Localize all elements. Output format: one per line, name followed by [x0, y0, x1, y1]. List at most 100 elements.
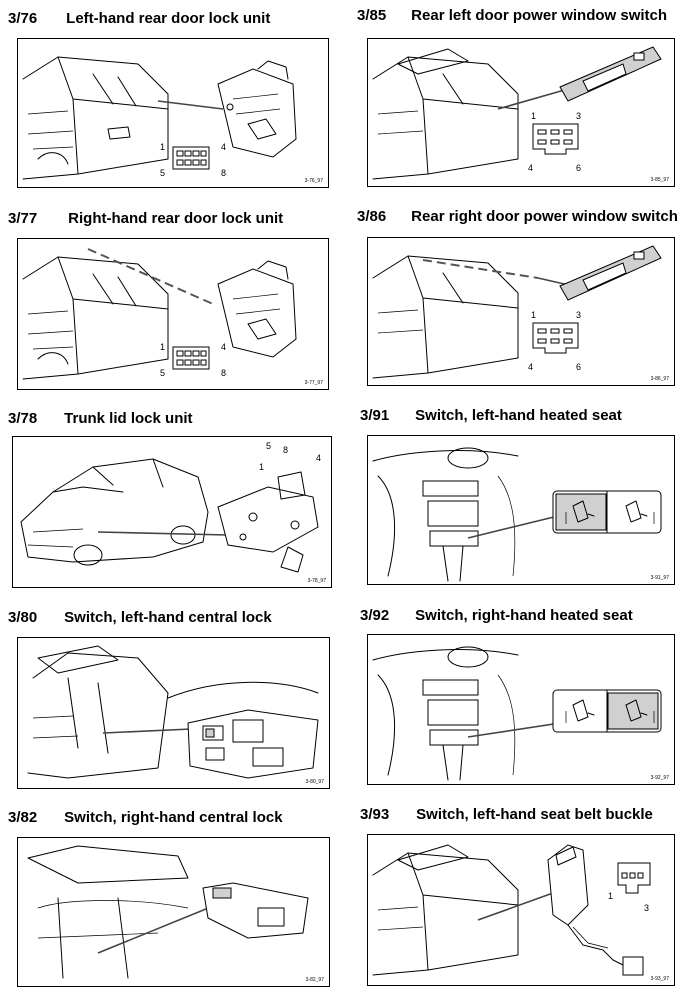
- pin-label: 4: [528, 362, 533, 372]
- diagram-frame: 1 3 4 6 3-85_97: [367, 38, 675, 187]
- trunk-lock-diagram: 5 8 4 1: [20, 441, 321, 573]
- figure-reference: 3-78_97: [307, 578, 326, 584]
- pin-label: 6: [576, 163, 581, 173]
- section-header: 3/77 Right-hand rear door lock unit: [8, 210, 283, 227]
- section-header: 3/86 Rear right door power window switch: [357, 208, 678, 225]
- section-title: Rear right door power window switch: [411, 208, 678, 225]
- section-title: Switch, left-hand seat belt buckle: [416, 806, 653, 823]
- section-header: 3/85 Rear left door power window switch: [357, 7, 667, 24]
- pin-label: 8: [221, 368, 226, 378]
- section-title: Rear left door power window switch: [411, 7, 668, 24]
- pin-label: 3: [576, 310, 581, 320]
- pin-label: 1: [259, 462, 264, 472]
- pin-label: 6: [576, 362, 581, 372]
- pin-label: 5: [160, 168, 165, 178]
- diagram-frame: 5 8 4 1 3-78_97: [12, 436, 332, 588]
- sedan-car-illustration: [20, 458, 209, 566]
- window-switch-panel-illustration: [559, 46, 662, 102]
- diagram-frame: 1 3 4 6 3-86_97: [367, 237, 675, 386]
- section-header: 3/92 Switch, right-hand heated seat: [360, 607, 633, 624]
- door-lock-diagram: 1 4 5 8: [22, 56, 297, 180]
- window-switch-diagram: 1 3 4 6: [372, 46, 662, 180]
- seat-switch-panel-illustration: [552, 689, 662, 733]
- pin-label: 4: [316, 453, 321, 463]
- figure-reference: 3-86_97: [650, 376, 669, 382]
- pin-label: 3: [576, 111, 581, 121]
- car-door-illustration: [372, 255, 519, 379]
- car-interior-illustration: [372, 844, 519, 976]
- connector-8-pin: 1 4 5 8: [160, 142, 226, 178]
- section-3-85: 3/85 Rear left door power window switch: [345, 0, 691, 200]
- window-switch-diagram: 1 3 4 6: [372, 245, 662, 379]
- section-3-91: 3/91 Switch, left-hand heated seat: [345, 400, 691, 600]
- section-3-86: 3/86 Rear right door power window switch: [345, 200, 691, 400]
- pin-label: 1: [160, 342, 165, 352]
- pin-label: 1: [531, 310, 536, 320]
- heated-seat-switch-diagram: [372, 646, 662, 781]
- figure-reference: 3-92_97: [650, 775, 669, 781]
- diagram-frame: 3-91_97: [367, 435, 675, 585]
- car-interior-illustration: [27, 645, 169, 779]
- section-code: 3/86: [357, 208, 387, 225]
- section-code: 3/77: [8, 210, 38, 227]
- section-title: Switch, left-hand heated seat: [415, 407, 622, 424]
- heated-seat-switch-diagram: [372, 447, 662, 582]
- section-header: 3/80 Switch, left-hand central lock: [8, 609, 272, 626]
- lock-unit-illustration: [217, 260, 297, 358]
- section-title: Switch, right-hand heated seat: [415, 607, 633, 624]
- pin-label: 1: [160, 142, 165, 152]
- section-header: 3/82 Switch, right-hand central lock: [8, 809, 283, 826]
- section-title: Switch, right-hand central lock: [64, 809, 283, 826]
- lock-unit-illustration: [217, 60, 297, 158]
- diagram-frame: 1 3 3-93_97: [367, 834, 675, 986]
- section-3-76: 3/76 Left-hand rear door lock unit: [0, 0, 340, 200]
- buckle-connector-illustration: 1 3: [608, 862, 651, 913]
- seat-belt-buckle-illustration: [547, 844, 644, 976]
- section-title: Trunk lid lock unit: [64, 410, 193, 427]
- section-header: 3/76 Left-hand rear door lock unit: [8, 10, 270, 27]
- section-code: 3/91: [360, 407, 390, 424]
- pin-label: 5: [266, 441, 271, 451]
- pin-label: 4: [528, 163, 533, 173]
- connector-8-pin: 1 4 5 8: [160, 342, 226, 378]
- connector-6-pin: 1 3 4 6: [528, 310, 581, 372]
- section-3-78: 3/78 Trunk lid lock unit 5 8 4 1: [0, 400, 340, 600]
- section-code: 3/92: [360, 607, 390, 624]
- overhead-console-illustration: [167, 681, 319, 779]
- figure-reference: 3-91_97: [650, 575, 669, 581]
- overhead-console-illustration: [202, 882, 309, 939]
- car-interior-illustration: [27, 845, 189, 979]
- figure-reference: 3-76_97: [304, 178, 323, 184]
- pin-label: 3: [644, 903, 649, 913]
- diagram-frame: 1 4 5 8 3-77_97: [17, 238, 329, 390]
- section-title: Right-hand rear door lock unit: [68, 210, 284, 227]
- dashboard-illustration: [372, 447, 519, 582]
- section-code: 3/80: [8, 609, 38, 626]
- pin-label: 5: [160, 368, 165, 378]
- car-door-illustration: [372, 48, 519, 180]
- diagram-frame: 3-92_97: [367, 634, 675, 785]
- seat-belt-buckle-diagram: 1 3: [372, 844, 651, 976]
- figure-reference: 3-82_97: [305, 977, 324, 983]
- section-header: 3/78 Trunk lid lock unit: [8, 410, 193, 427]
- figure-reference: 3-77_97: [304, 380, 323, 386]
- section-code: 3/76: [8, 10, 38, 27]
- pin-label: 8: [221, 168, 226, 178]
- section-code: 3/93: [360, 806, 390, 823]
- section-code: 3/78: [8, 410, 38, 427]
- car-door-illustration: [22, 256, 169, 380]
- window-switch-panel-illustration: [559, 245, 662, 301]
- section-title: Switch, left-hand central lock: [64, 609, 272, 626]
- section-3-92: 3/92 Switch, right-hand heated seat: [345, 600, 691, 800]
- pin-label: 1: [531, 111, 536, 121]
- central-lock-switch-diagram: [27, 645, 319, 779]
- pin-label: 4: [221, 142, 226, 152]
- diagram-frame: 1 4 5 8 3-76_97: [17, 38, 329, 188]
- diagram-frame: 3-80_97: [17, 637, 330, 789]
- figure-reference: 3-85_97: [650, 177, 669, 183]
- section-code: 3/85: [357, 7, 387, 24]
- section-3-80: 3/80 Switch, left-hand central lock 3-80…: [0, 600, 340, 800]
- connector-6-pin: 1 3 4 6: [528, 111, 581, 173]
- central-lock-switch-diagram: [27, 845, 309, 979]
- pin-label: 4: [221, 342, 226, 352]
